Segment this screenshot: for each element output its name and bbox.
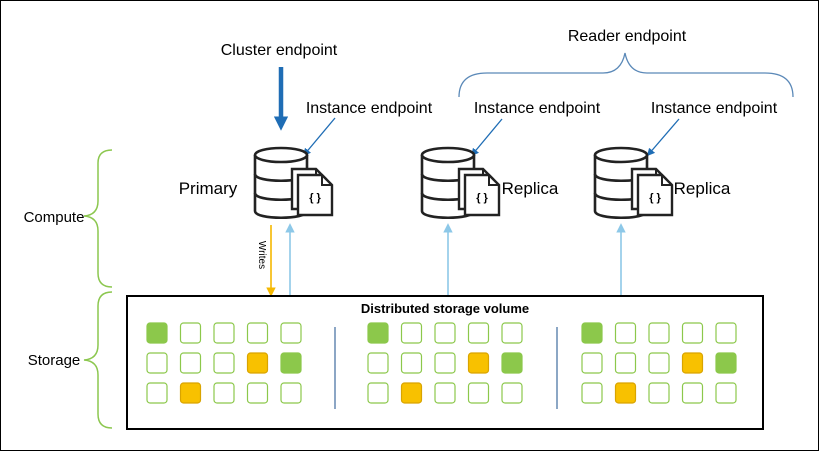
storage-segment-green	[367, 322, 389, 344]
instance-endpoint-arrow-replica-1	[471, 118, 503, 157]
storage-segment-empty	[501, 322, 523, 344]
storage-segment-empty	[246, 382, 269, 404]
storage-segment-empty	[581, 352, 603, 374]
storage-segment-empty	[280, 322, 302, 344]
storage-segment-empty	[434, 322, 456, 344]
instance-endpoint-label-replica-1: Instance endpoint	[474, 100, 601, 117]
storage-segment-empty	[146, 352, 168, 374]
storage-segment-empty	[146, 382, 168, 404]
instance-endpoint-label-primary: Instance endpoint	[306, 100, 433, 117]
storage-segment-empty	[400, 352, 423, 374]
reader-endpoint-brace	[458, 52, 794, 98]
storage-segment-empty	[400, 322, 423, 344]
storage-segment-green	[715, 352, 737, 374]
storage-segment-empty	[367, 352, 389, 374]
storage-grid	[146, 322, 737, 404]
storage-segment-green	[280, 352, 302, 374]
storage-segment-empty	[681, 322, 704, 344]
replica-database-icon-2: { }	[593, 146, 674, 220]
storage-segment-empty	[213, 352, 235, 374]
storage-segment-empty	[715, 322, 737, 344]
storage-segment-empty	[681, 382, 704, 404]
document-icon-glyph: { }	[309, 192, 321, 204]
storage-segment-empty	[648, 352, 670, 374]
reader-endpoint-label: Reader endpoint	[568, 28, 687, 45]
instance-endpoint-arrow-primary	[302, 117, 336, 157]
storage-segment-green	[501, 352, 523, 374]
storage-segment-empty	[213, 382, 235, 404]
storage-segment-empty	[179, 352, 202, 374]
writes-label: Writes	[256, 241, 267, 269]
compute-label: Compute	[24, 209, 85, 226]
storage-segment-empty	[467, 322, 490, 344]
storage-segment-empty	[179, 322, 202, 344]
storage-segment-empty	[367, 382, 389, 404]
storage-brace	[83, 291, 113, 429]
replica-database-icon-1: { }	[420, 146, 501, 220]
storage-segment-yellow	[179, 382, 202, 404]
storage-segment-empty	[280, 382, 302, 404]
document-icon-glyph: { }	[476, 192, 488, 204]
storage-segment-yellow	[246, 352, 269, 374]
storage-segment-empty	[581, 382, 603, 404]
replica-label-2: Replica	[674, 179, 731, 198]
replica-label-1: Replica	[502, 179, 559, 198]
primary-database-icon: { }	[253, 146, 334, 220]
cluster-endpoint-label: Cluster endpoint	[221, 42, 338, 59]
storage-segment-empty	[648, 322, 670, 344]
storage-volume-title: Distributed storage volume	[361, 301, 529, 316]
storage-segment-empty	[434, 382, 456, 404]
storage-segment-yellow	[681, 352, 704, 374]
storage-segment-green	[146, 322, 168, 344]
instance-endpoint-label-replica-2: Instance endpoint	[651, 100, 778, 117]
primary-label: Primary	[179, 179, 238, 198]
storage-label: Storage	[28, 352, 81, 369]
storage-segment-empty	[467, 382, 490, 404]
document-icon-glyph: { }	[649, 192, 661, 204]
compute-brace	[83, 149, 113, 288]
storage-segment-green	[581, 322, 603, 344]
storage-segment-empty	[614, 352, 637, 374]
storage-segment-empty	[715, 382, 737, 404]
storage-segment-yellow	[467, 352, 490, 374]
instance-endpoint-arrow-replica-2	[646, 118, 680, 157]
storage-segment-yellow	[400, 382, 423, 404]
storage-segment-empty	[614, 322, 637, 344]
storage-segment-empty	[648, 382, 670, 404]
storage-segment-yellow	[614, 382, 637, 404]
storage-segment-empty	[246, 322, 269, 344]
storage-segment-empty	[213, 322, 235, 344]
storage-segment-empty	[434, 352, 456, 374]
storage-segment-empty	[501, 382, 523, 404]
